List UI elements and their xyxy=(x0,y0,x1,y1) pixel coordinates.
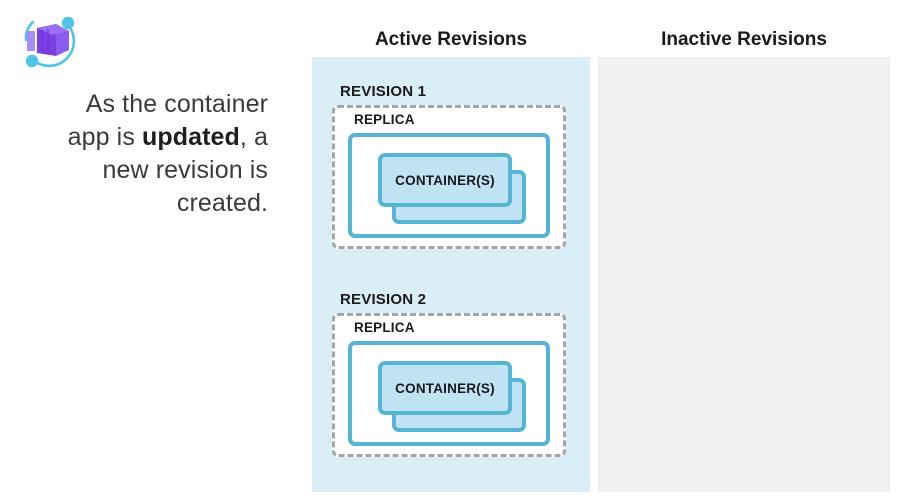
explanation-panel: As the container app is updated, a new r… xyxy=(0,0,300,501)
caption-line-2-pre: app is xyxy=(67,123,142,151)
replica-box: REPLICA CONTAINER(S) xyxy=(332,313,566,457)
replica-inner-frame: CONTAINER(S) xyxy=(348,341,550,446)
inactive-revisions-heading: Inactive Revisions xyxy=(661,29,827,50)
caption-emphasis: updated xyxy=(141,123,240,151)
caption-line-4: created. xyxy=(176,189,268,217)
active-revisions-panel: REVISION 1 REPLICA CONTAINER(S) REVISION… xyxy=(312,57,590,492)
replica-box: REPLICA CONTAINER(S) xyxy=(332,105,566,249)
caption-line-3: new revision is xyxy=(102,156,268,184)
inactive-revisions-panel xyxy=(598,57,890,492)
revision-label: REVISION 2 xyxy=(340,291,427,308)
caption-line-2-post: , a xyxy=(239,123,268,151)
container-label: CONTAINER(S) xyxy=(395,380,495,396)
revision-label: REVISION 1 xyxy=(340,83,427,100)
revision-block: REVISION 2 REPLICA CONTAINER(S) xyxy=(332,291,570,457)
replica-label: REPLICA xyxy=(354,112,415,127)
replica-inner-frame: CONTAINER(S) xyxy=(348,133,550,238)
container-box-front: CONTAINER(S) xyxy=(378,361,512,415)
caption-line-1: As the container xyxy=(85,90,268,118)
revision-block: REVISION 1 REPLICA CONTAINER(S) xyxy=(332,83,570,249)
azure-container-apps-logo-icon xyxy=(16,10,82,72)
container-label: CONTAINER(S) xyxy=(395,172,495,188)
replica-label: REPLICA xyxy=(354,320,415,335)
active-revisions-heading: Active Revisions xyxy=(374,29,528,50)
container-box-front: CONTAINER(S) xyxy=(378,153,512,207)
page-caption: As the container app is updated, a new r… xyxy=(18,88,268,220)
